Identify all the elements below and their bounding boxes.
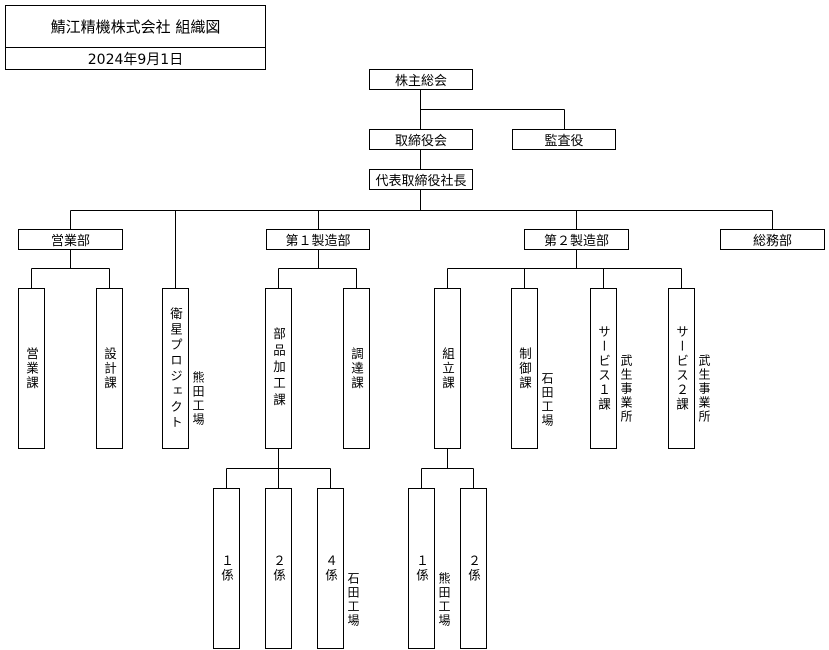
assy-sub-2-label: ２係: [466, 554, 481, 583]
parts-sub-4-label: ４係: [323, 554, 338, 583]
sec-service1-label: サービス１課: [596, 325, 611, 412]
chart-date: 2024年9月1日: [87, 51, 184, 68]
box-shareholders: 株主総会: [369, 69, 473, 90]
location-ishida-2: 石田工場: [346, 572, 360, 628]
box-board: 取締役会: [369, 129, 473, 150]
location-ishida-1: 石田工場: [540, 372, 554, 428]
box-dept-mfg1: 第１製造部: [266, 229, 370, 250]
location-takefu-2: 武生事業所: [697, 354, 711, 424]
location-kumata-2: 熊田工場: [437, 572, 451, 628]
sec-eisei-project-label: 衛星プロジェクト: [168, 306, 183, 431]
sec-service2-label: サービス２課: [674, 325, 689, 412]
box-sec-procurement: 調達課: [343, 288, 370, 449]
box-sec-eisei-project: 衛星プロジェクト: [162, 288, 189, 449]
assy-sub-1-label: １係: [414, 554, 429, 583]
box-dept-mfg2: 第２製造部: [524, 229, 629, 250]
box-auditor: 監査役: [512, 129, 616, 150]
box-sec-sales: 営業課: [18, 288, 45, 449]
box-assy-sub-2: ２係: [460, 488, 487, 649]
box-sec-service2: サービス２課: [668, 288, 695, 449]
sec-sales-label: 営業課: [24, 346, 39, 391]
parts-sub-1-label: １係: [219, 554, 234, 583]
box-sec-parts-processing: 部品加工課: [265, 288, 292, 449]
sec-design-label: 設計課: [102, 346, 117, 391]
box-dept-sales: 営業部: [18, 229, 123, 250]
location-takefu-1: 武生事業所: [619, 354, 633, 424]
box-sec-assembly: 組立課: [434, 288, 461, 449]
box-sec-design: 設計課: [96, 288, 123, 449]
box-parts-sub-2: ２係: [265, 488, 292, 649]
box-parts-sub-4: ４係: [317, 488, 344, 649]
box-parts-sub-1: １係: [213, 488, 240, 649]
box-sec-control: 制御課: [511, 288, 538, 449]
sec-assembly-label: 組立課: [440, 346, 455, 391]
location-kumata-1: 熊田工場: [191, 371, 205, 427]
sec-control-label: 制御課: [517, 346, 532, 391]
sec-procurement-label: 調達課: [349, 346, 364, 391]
box-assy-sub-1: １係: [408, 488, 435, 649]
title-block: 鯖江精機株式会社 組織図 2024年9月1日: [5, 5, 266, 70]
company-title: 鯖江精機株式会社 組織図: [6, 6, 265, 48]
parts-sub-2-label: ２係: [271, 554, 286, 583]
box-president: 代表取締役社長: [369, 169, 473, 190]
box-sec-service1: サービス１課: [590, 288, 617, 449]
sec-parts-processing-label: 部品加工課: [271, 327, 286, 410]
box-dept-general: 総務部: [720, 229, 825, 250]
